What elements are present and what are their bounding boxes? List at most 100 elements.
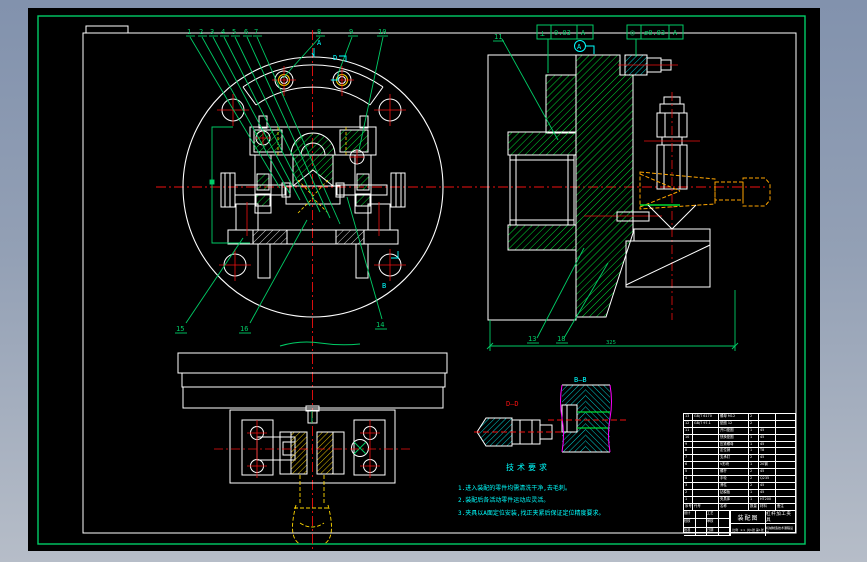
bom-cell: 1 (749, 489, 759, 496)
signature-cell: 审核 (707, 519, 719, 528)
note-line: 2.装配后各活动零件运动应灵活。 (458, 496, 549, 504)
gdt-datum: A (673, 29, 678, 37)
callout: 11 (494, 33, 502, 41)
workpiece-phantom (639, 171, 771, 210)
detail-bb-label: B—B (574, 376, 587, 384)
bom-cell (693, 455, 719, 462)
bom-cell (776, 497, 795, 503)
view-mark-b: B (382, 282, 386, 290)
detail-dd: D—D (474, 400, 566, 447)
signature-cell (719, 519, 730, 528)
drawing-frame (37, 15, 806, 545)
view-direction-arrows (311, 48, 399, 259)
signature-cell (696, 511, 707, 520)
bom-cell (776, 455, 795, 461)
bom-cell: 数量 (749, 503, 759, 511)
bom-cell: 20钢 (759, 462, 776, 469)
callout: 3 (210, 28, 214, 36)
view-mark-a: A (317, 39, 322, 47)
notes-title: 技术要求 (506, 462, 550, 472)
bom-cell: 6 (684, 462, 693, 469)
bom-cell: 9 (684, 441, 693, 448)
bom-cell: 螺杆 (719, 469, 749, 476)
bom-cell: 1 (684, 496, 693, 503)
bom-cell: 2 (749, 476, 759, 482)
front-view (182, 56, 444, 318)
bom-cell: 手轮 (719, 476, 749, 482)
callout: 13 (528, 335, 536, 343)
bom-cell: 11 (684, 427, 693, 434)
bom-cell (693, 441, 719, 448)
callout: 6 (244, 28, 248, 36)
callout: 5 (232, 28, 236, 36)
callout-underlines (175, 35, 568, 344)
organization: 机械制造技术课程设计 (766, 526, 794, 535)
bom-cell: 2 (749, 420, 759, 427)
bom-cell (693, 469, 719, 476)
signature-cell: 工艺 (707, 511, 719, 520)
signature-cell (696, 527, 707, 537)
section-view: 325 (486, 38, 771, 351)
callout: 16 (240, 325, 248, 333)
bom-cell: GB/T 97.1 (693, 420, 719, 427)
bom-cell: GB/T 6170 (693, 414, 719, 420)
gdt-value: ø0.03 (644, 29, 665, 37)
bom-cell: 开口垫圈 (719, 427, 749, 434)
drawing-svg: 1 2 3 4 5 6 7 8 9 10 15 16 14 11 13 18 A… (37, 15, 806, 556)
bom-cell (693, 462, 719, 469)
bom-cell: 支承钉 (719, 455, 749, 462)
bom-cell (693, 489, 719, 496)
bom-cell: 4 (684, 476, 693, 482)
bom-cell: 压紧螺母 (719, 441, 749, 448)
scale-row: 比例 1:1 共1张 第1张 (731, 524, 765, 536)
callout: 9 (349, 28, 353, 36)
bom-cell: 45 (759, 455, 776, 462)
technical-notes: 技术要求 1.进入装配的零件均需清洗干净,去毛刺。 2.装配后各活动零件运动应灵… (458, 462, 604, 517)
bom-cell: 45 (759, 427, 776, 434)
cad-canvas[interactable]: 1 2 3 4 5 6 7 8 9 10 15 16 14 11 13 18 A… (28, 8, 820, 556)
bom-cell (776, 483, 795, 489)
bom-cell: 螺母 M12 (719, 414, 749, 420)
gdt-datum: A (581, 29, 586, 37)
bom-cell: 45 (759, 482, 776, 489)
detail-dd-label: D—D (506, 400, 519, 408)
bom-cell: 名称 (719, 503, 749, 511)
bom-cell: 材料 (759, 503, 776, 511)
bom-cell (776, 462, 795, 468)
bom-cell: 2 (749, 455, 759, 462)
mounting-holes (221, 98, 402, 277)
bom-cell: 夹具体 (719, 496, 749, 503)
bom-cell: 1 (749, 462, 759, 469)
bom-cell: V形块 (719, 462, 749, 469)
drawing-title: 杠杆加工夹具 (766, 511, 795, 525)
drawing-subtitle: 装配图 (731, 511, 765, 525)
bom-cell (693, 496, 719, 503)
bom-cell (759, 420, 776, 427)
bom-cell (776, 448, 795, 454)
bom-cell (693, 434, 719, 441)
v-block (625, 204, 711, 288)
bom-cell: 45 (759, 489, 776, 496)
note-line: 1.进入装配的零件均需清洗干净,去毛刺。 (458, 484, 571, 492)
bom-cell: 2 (749, 414, 759, 420)
bom-cell (776, 469, 795, 475)
width-dimension (486, 290, 739, 351)
bom-cell (776, 490, 795, 496)
callout: 14 (376, 321, 384, 329)
bottom-view-centerlines (214, 420, 410, 478)
clamp-red-marks (246, 131, 380, 236)
centerlines (156, 30, 768, 556)
callout: 8 (317, 28, 321, 36)
bom-cell (759, 414, 776, 420)
bom-cell: 45 (759, 469, 776, 476)
bom-cell (693, 476, 719, 482)
frame-tab (85, 25, 129, 34)
